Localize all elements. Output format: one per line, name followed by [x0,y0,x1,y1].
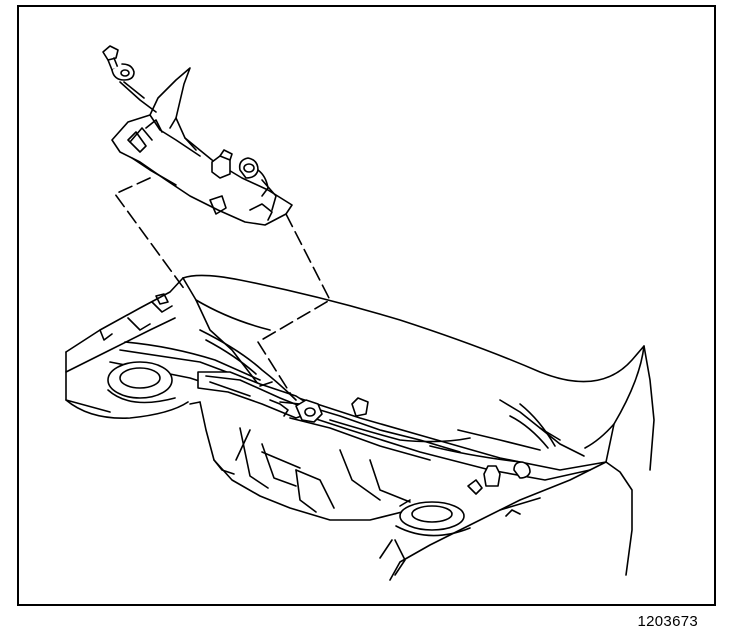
fastener-clip-middle [240,158,276,210]
vehicle-body [66,275,654,580]
removed-trim-panel [112,68,292,225]
diagram-frame [17,5,716,606]
dashed-leader-lines [115,178,330,412]
fastener-screw-upper [103,46,156,112]
figure-id-label: 1203673 [637,613,698,630]
wire-harness [200,330,470,442]
